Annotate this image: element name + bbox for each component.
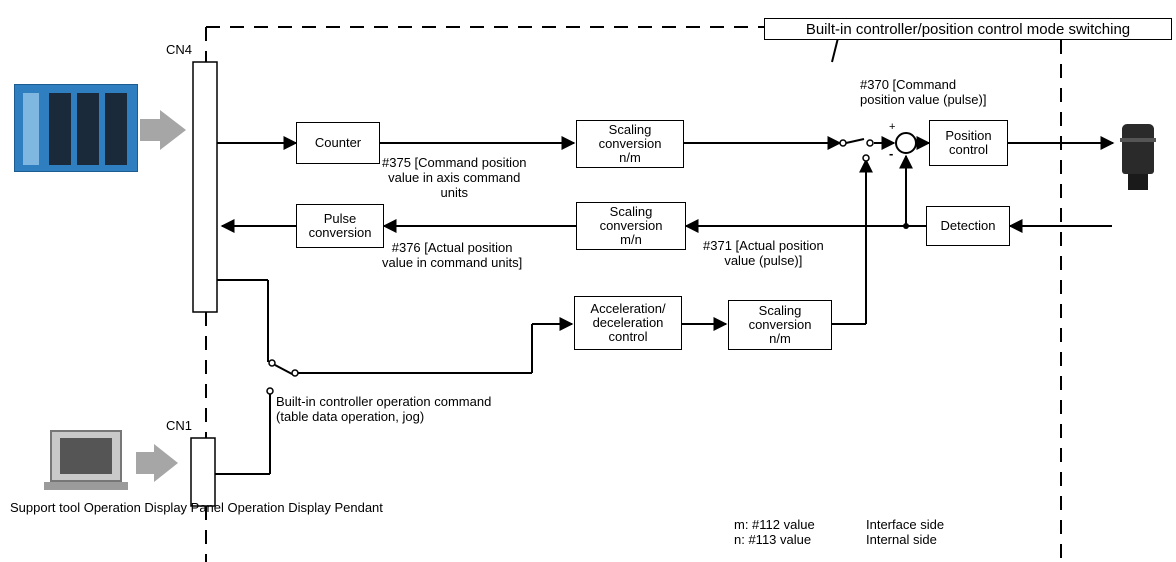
scaling-conversion-mn: Scaling conversion m/n [576, 202, 686, 250]
accel-decel-block: Acceleration/ deceleration control [574, 296, 682, 350]
builtin-command-label: Built-in controller operation command (t… [276, 394, 492, 424]
n-side-label: Internal side [866, 532, 937, 547]
m-side-label: Interface side [866, 517, 945, 532]
pc-input-arrow [136, 444, 178, 482]
n-definition: n: #113 value [734, 532, 812, 547]
cn1-connector [190, 437, 216, 507]
minus-sign: - [889, 146, 894, 161]
m-definition: m: #112 value [734, 517, 815, 532]
controller-boundary [205, 26, 1062, 562]
scaling-conversion-nm-top: Scaling conversion n/m [576, 120, 684, 168]
cn4-label: CN4 [166, 42, 193, 57]
support-pc-icon [44, 430, 128, 494]
support-tool-label: Support tool Operation Display Panel Ope… [10, 500, 383, 515]
param-370-label: #370 [Command position value (pulse)] [860, 77, 987, 107]
detection-block: Detection [926, 206, 1010, 246]
plus-sign: + [889, 121, 896, 133]
plc-unit-icon [14, 84, 138, 172]
summing-junction [895, 132, 917, 154]
param-375-label: #375 [Command position value in axis com… [382, 155, 527, 200]
cn1-label: CN1 [166, 418, 193, 433]
position-control-block: Position control [929, 120, 1008, 166]
param-371-label: #371 [Actual position value (pulse)] [703, 238, 824, 268]
plc-input-arrow [140, 110, 186, 150]
scaling-conversion-nm-bottom: Scaling conversion n/m [728, 300, 832, 350]
pulse-conversion-block: Pulse conversion [296, 204, 384, 248]
param-376-label: #376 [Actual position value in command u… [382, 240, 523, 270]
counter-block: Counter [296, 122, 380, 164]
mode-switching-label: Built-in controller/position control mod… [764, 18, 1172, 40]
servo-motor-icon [1118, 124, 1158, 194]
cn4-connector [192, 61, 218, 313]
